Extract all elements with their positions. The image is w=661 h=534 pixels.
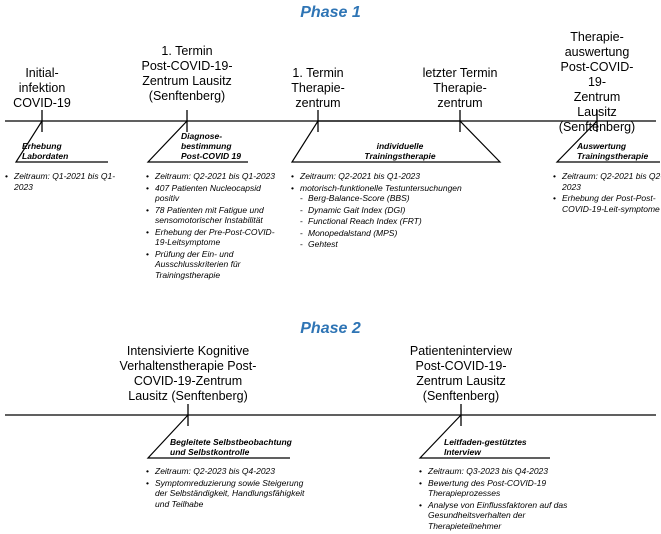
event-initial-infection: Initial- infektion COVID-19	[13, 66, 71, 110]
phase2-title: Phase 2	[300, 320, 361, 337]
period-shape-diagnose	[146, 120, 248, 163]
period-label-auswertung: Auswertung Trainingstherapie	[577, 141, 649, 161]
list-item: Zeitraum: Q3-2023 bis Q4-2023	[419, 466, 588, 477]
period-shape-interview	[418, 414, 550, 459]
list-item: Erhebung der Post-Post-COVID-19-Leit-sym…	[553, 193, 661, 214]
list-item: Prüfung der Ein- und Ausschlusskriterien…	[146, 249, 280, 281]
list-item: Erhebung der Pre-Post-COVID-19-Leitsympt…	[146, 227, 280, 248]
list-item: 407 Patienten Nucleocapsid positiv	[146, 183, 280, 204]
sublist-item: Gehtest	[300, 239, 510, 250]
list-item: 78 Patienten mit Fatigue und sensomotori…	[146, 205, 280, 226]
event-first-appointment-therapy: 1. Termin Therapie- zentrum	[291, 66, 345, 110]
period-shape-auswertung	[555, 120, 660, 163]
event-therapy-evaluation: Therapie- auswertung Post-COVID-19- Zent…	[558, 30, 636, 134]
sublist-tests: Berg-Balance-Score (BBS) Dynamic Gait In…	[300, 193, 510, 250]
event-first-appointment-center: 1. Termin Post-COVID-19- Zentrum Lausitz…	[141, 44, 233, 103]
list-labordaten: Zeitraum: Q1-2021 bis Q1-2023	[4, 171, 132, 193]
list-item: Zeitraum: Q2-2021 bis Q1-2023	[291, 171, 510, 182]
list-item: Zeitraum: Q2-2021 bis Q2-2023	[553, 171, 661, 192]
list-item: Zeitraum: Q2-2021 bis Q1-2023	[146, 171, 280, 182]
list-item: Analyse von Einflussfaktoren auf das Ges…	[419, 500, 588, 532]
event-last-appointment-therapy: letzter Termin Therapie- zentrum	[422, 66, 498, 110]
sublist-item: Functional Reach Index (FRT)	[300, 216, 510, 227]
sublist-item: Dynamic Gait Index (DGI)	[300, 205, 510, 216]
period-label-selbstbeobachtung: Begleitete Selbstbeobachtung und Selbstk…	[170, 437, 292, 457]
sublist-item: Berg-Balance-Score (BBS)	[300, 193, 510, 204]
period-shape-training	[290, 120, 502, 163]
list-item: Zeitraum: Q2-2023 bis Q4-2023	[146, 466, 315, 477]
phase1-title: Phase 1	[300, 4, 361, 21]
sublist-item: Monopedalstand (MPS)	[300, 228, 510, 239]
list-item-text: motorisch-funktionelle Testuntersuchunge…	[300, 182, 462, 193]
list-item: Bewertung des Post-COVID-19 Therapieproz…	[419, 478, 588, 499]
period-label-labordaten: Erhebung Labordaten	[22, 141, 69, 161]
period-shape-labordaten	[14, 120, 108, 163]
period-label-training: individuelle Trainingstherapie	[364, 141, 436, 161]
period-label-interview: Leitfaden-gestütztes Interview	[444, 437, 527, 457]
list-auswertung: Zeitraum: Q2-2021 bis Q2-2023 Erhebung d…	[552, 171, 661, 215]
list-item: Zeitraum: Q1-2021 bis Q1-2023	[5, 171, 132, 192]
list-diagnose: Zeitraum: Q2-2021 bis Q1-2023 407 Patien…	[145, 171, 280, 281]
list-training: Zeitraum: Q2-2021 bis Q1-2023 motorisch-…	[290, 171, 510, 251]
list-interview: Zeitraum: Q3-2023 bis Q4-2023 Bewertung …	[418, 466, 588, 532]
list-item: Symptomreduzierung sowie Steigerung der …	[146, 478, 315, 510]
period-label-diagnose: Diagnose- bestimmung Post-COVID 19	[181, 131, 241, 161]
period-shape-selbstbeobachtung	[146, 414, 290, 459]
event-cbt: Intensivierte Kognitive Verhaltenstherap…	[119, 344, 257, 403]
list-item: motorisch-funktionelle Testuntersuchunge…	[291, 182, 510, 250]
event-interview: Patienteninterview Post-COVID-19- Zentru…	[409, 344, 513, 403]
list-selbstbeobachtung: Zeitraum: Q2-2023 bis Q4-2023 Symptomred…	[145, 466, 315, 510]
